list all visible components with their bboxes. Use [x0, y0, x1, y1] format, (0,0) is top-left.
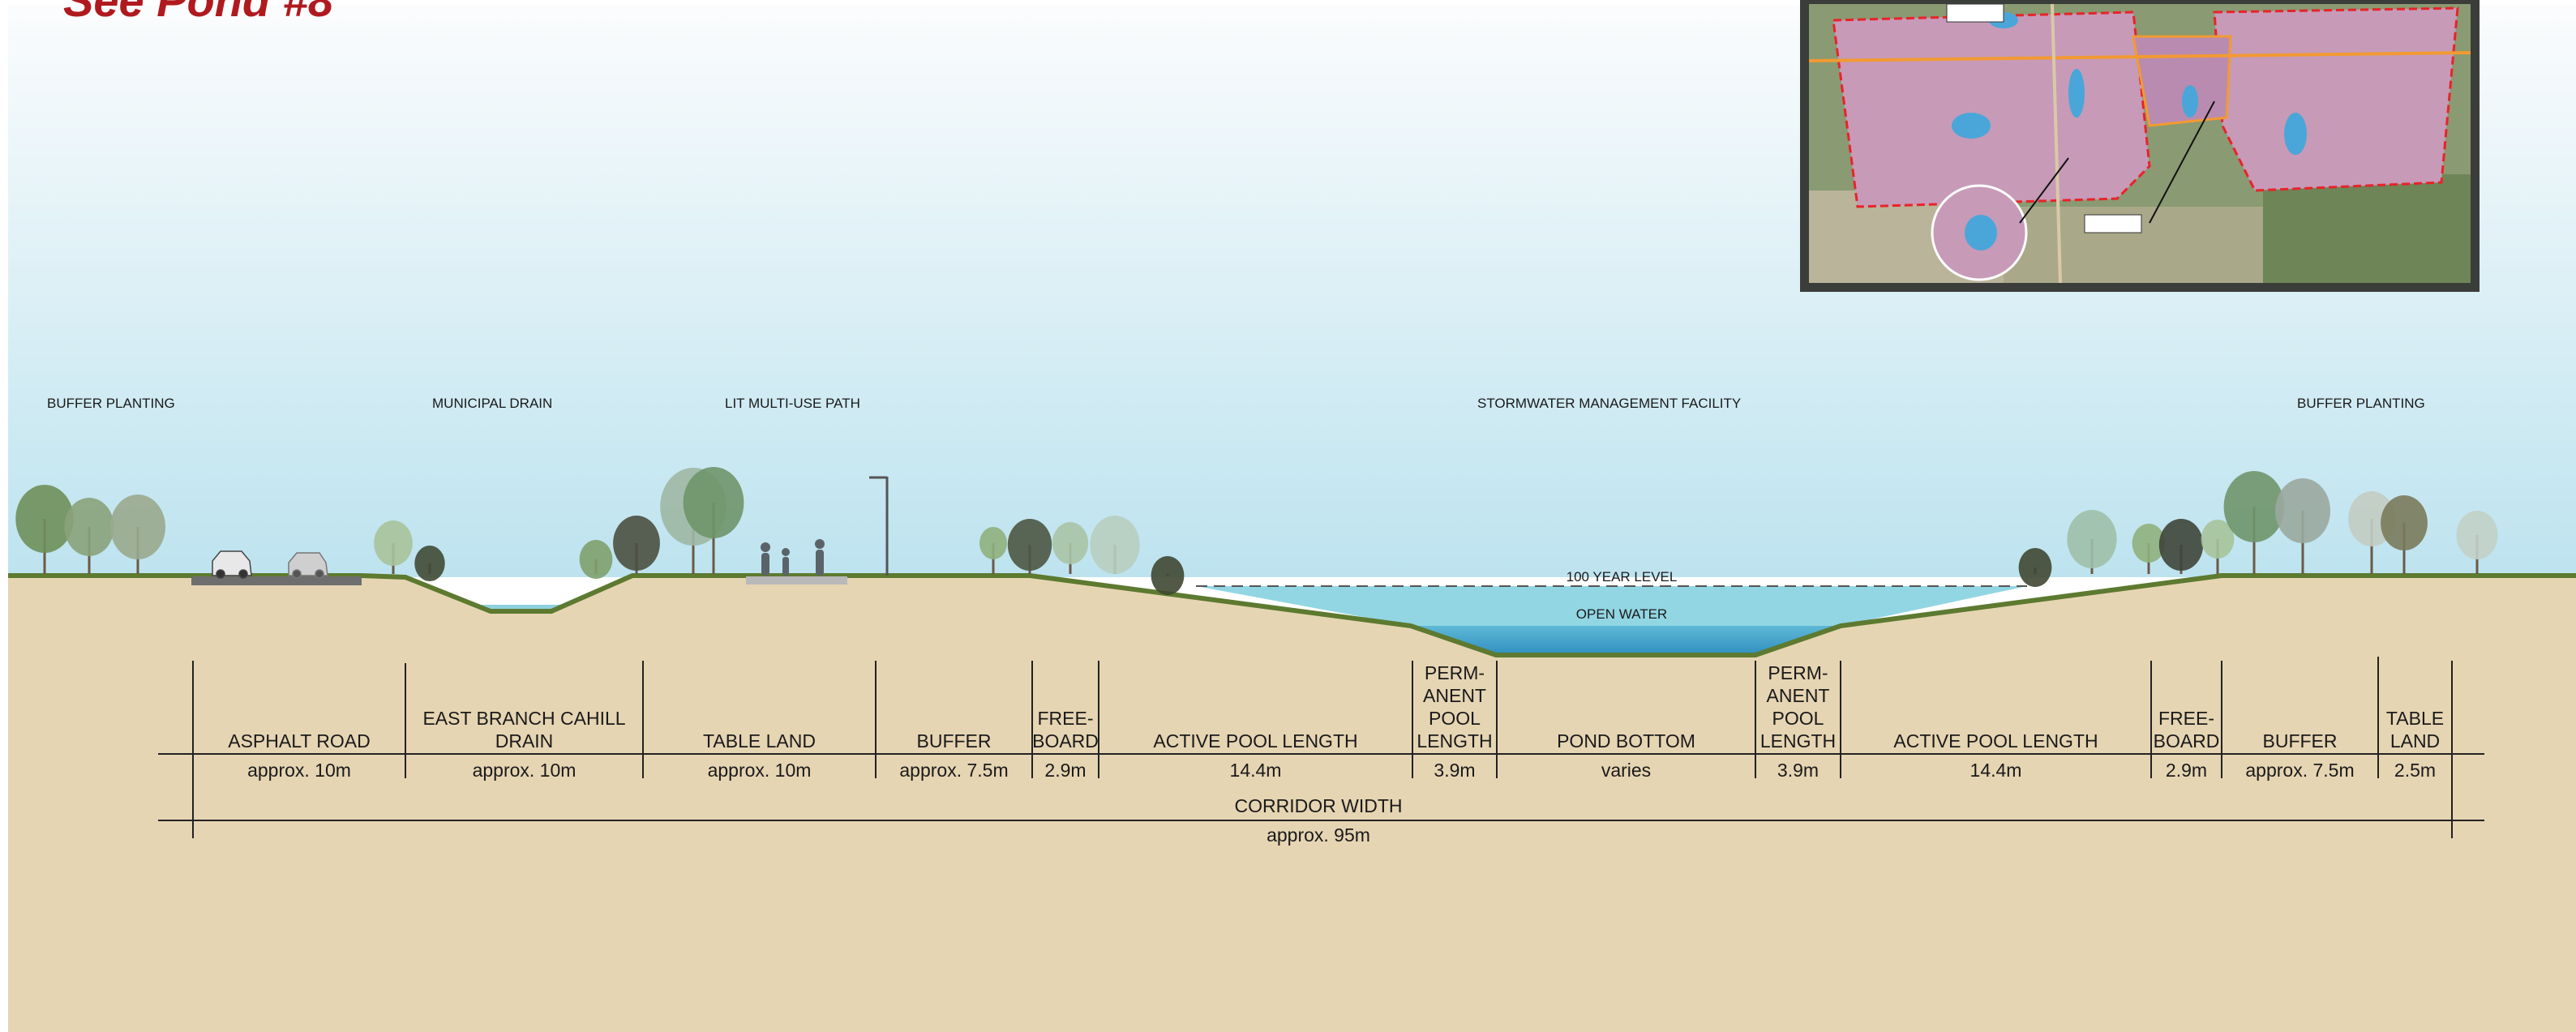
tree [2158, 519, 2204, 574]
tree [15, 485, 74, 574]
asphalt-road [191, 576, 362, 585]
open-water-label: OPEN WATER [1575, 606, 1668, 622]
trees [15, 467, 2498, 595]
location-map [1808, 3, 2471, 284]
tree [1052, 522, 1089, 574]
segment-name: BUFFER [916, 730, 992, 752]
tree [2456, 511, 2498, 574]
segment-value: 2.9m [2165, 760, 2208, 781]
permanent-pool-water [1411, 626, 1841, 655]
tree [1151, 556, 1185, 595]
segment-name: EAST BRANCH CAHILL DRAIN [422, 708, 626, 752]
segment-name: ASPHALT ROAD [228, 730, 371, 752]
tree [1007, 519, 1052, 574]
segment-name: ACTIVE POOL LENGTH [1893, 730, 2098, 752]
segment-value: 3.9m [1434, 760, 1476, 781]
pedestrians [761, 539, 825, 576]
segment-value: 2.9m [1044, 760, 1087, 781]
tree [64, 498, 114, 574]
segment-name: FREE- BOARD [2153, 708, 2220, 752]
segment-name: TABLE LAND [2385, 708, 2445, 752]
segment-value: 14.4m [1229, 760, 1282, 781]
segment-name: ACTIVE POOL LENGTH [1153, 730, 1358, 752]
buffer-planting-left-label: BUFFER PLANTING [47, 396, 175, 411]
segment-value: approx. 7.5m [899, 760, 1009, 781]
segment-name: POND BOTTOM [1557, 730, 1695, 752]
car [288, 552, 328, 579]
segment-value: 3.9m [1777, 760, 1819, 781]
100-year-level-label: 100 YEAR LEVEL [1566, 569, 1678, 585]
tree [2275, 478, 2330, 574]
grass-profile [8, 573, 2576, 657]
location-map-inset [1800, 0, 2480, 292]
lamp-post [869, 476, 889, 576]
segment-name: TABLE LAND [703, 730, 816, 752]
segment-name: BUFFER [2262, 730, 2338, 752]
tree [2018, 548, 2052, 587]
tree [414, 546, 445, 581]
lit-multi-use-path-label: LIT MULTI-USE PATH [725, 396, 860, 411]
segment-value: 2.5m [2394, 760, 2437, 781]
segment-name: PERM- ANENT POOL LENGTH [1417, 662, 1493, 752]
corridor-width-value: approx. 95m [1267, 824, 1370, 846]
segment-value: approx. 10m [707, 760, 812, 781]
corridor-width-label: CORRIDOR WIDTH [1234, 795, 1403, 816]
tree [2132, 524, 2166, 574]
tree [613, 516, 660, 574]
tree [2067, 510, 2117, 574]
segment-value: approx. 10m [472, 760, 576, 781]
tree [2381, 495, 2428, 574]
open-water [1196, 586, 2027, 655]
tree [110, 495, 165, 574]
buffer-planting-right-label: BUFFER PLANTING [2297, 396, 2425, 411]
car [212, 550, 252, 579]
segment-name: FREE- BOARD [1032, 708, 1099, 752]
tree [683, 467, 744, 574]
ground [8, 576, 2576, 1032]
tree [1090, 516, 1140, 574]
page-title: See Pond #8 [63, 0, 334, 26]
segment-name: PERM- ANENT POOL LENGTH [1759, 662, 1837, 752]
tree [979, 527, 1007, 574]
municipal-drain-label: MUNICIPAL DRAIN [432, 396, 553, 411]
stormwater-management-facility-label: STORMWATER MANAGEMENT FACILITY [1477, 396, 1742, 411]
tree [2201, 520, 2235, 574]
tree [374, 520, 413, 574]
tree [2223, 471, 2285, 574]
multi-use-path [746, 576, 847, 585]
segment-value: approx. 10m [247, 760, 351, 781]
segment-value: varies [1601, 760, 1652, 781]
segment-value: approx. 7.5m [2245, 760, 2355, 781]
tree [579, 540, 613, 579]
segment-value: 14.4m [1970, 760, 2022, 781]
